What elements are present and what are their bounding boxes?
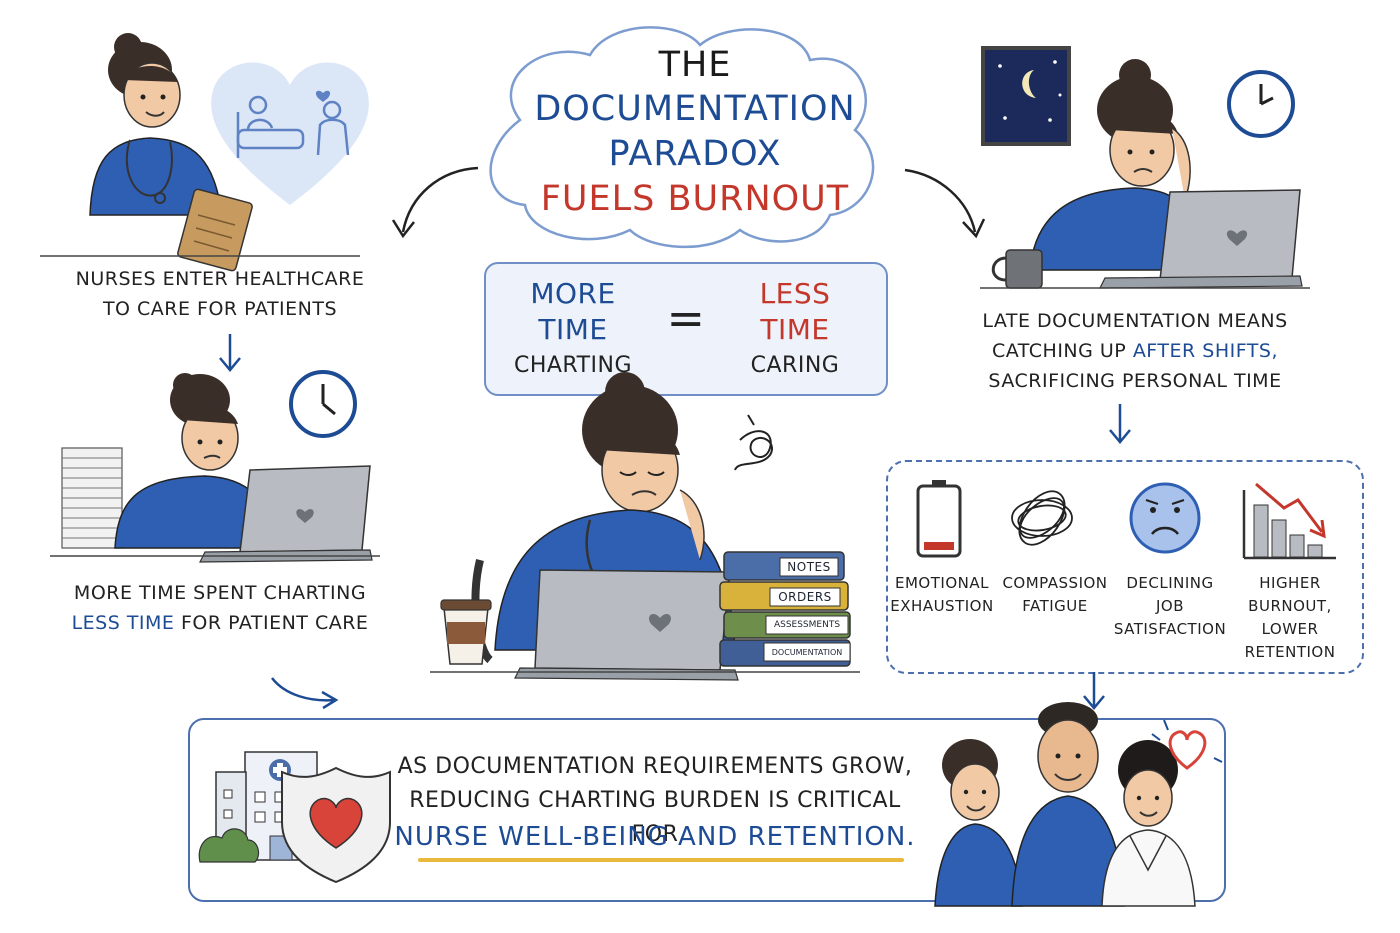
binder-label-notes: NOTES	[787, 560, 831, 574]
equation-left-sub: CHARTING	[513, 353, 633, 378]
conclusion-underline	[418, 858, 904, 862]
effect-label-exhaustion: EMOTIONAL EXHAUSTION	[890, 574, 994, 615]
step-enter-line-2: TO CARE FOR PATIENTS	[102, 298, 338, 320]
stress-scribble-icon	[734, 430, 773, 471]
equation-right-top: LESS	[759, 277, 831, 310]
shield-heart-icon	[281, 766, 391, 884]
battery-low-icon	[916, 480, 962, 558]
step-late-line-2: CATCHING UP AFTER SHIFTS,	[960, 336, 1310, 366]
paper-stack-icon	[61, 447, 123, 549]
effect-label-satisfaction: DECLINING JOB SATISFACTION	[1113, 574, 1227, 638]
binder-label-assessments: ASSESSMENTS	[773, 620, 841, 630]
conclusion-line-2: REDUCING CHARTING BURDEN IS CRITICAL FOR	[409, 788, 901, 847]
title-line-3: PARADOX	[608, 134, 782, 174]
sad-face-icon	[1129, 482, 1201, 554]
equation-right-mid: TIME	[760, 313, 830, 346]
tangle-icon	[1011, 490, 1073, 546]
equation-right-sub: CARING	[750, 353, 840, 378]
binder-label-orders: ORDERS	[778, 590, 832, 604]
mug-icon	[991, 249, 1043, 289]
title-line-2: DOCUMENTATION	[534, 89, 856, 129]
conclusion-line-3: NURSE WELL-BEING AND RETENTION.	[394, 822, 916, 852]
step-charting-accent: LESS TIME	[71, 612, 175, 634]
equation-operator: =	[666, 291, 706, 345]
equation-left-mid: TIME	[538, 313, 608, 346]
step-late-start: CATCHING UP	[991, 340, 1127, 362]
bush-icon	[198, 828, 260, 863]
effect-label-compassion: COMPASSION FATIGUE	[1002, 574, 1108, 615]
step-charting-line-2: LESS TIME FOR PATIENT CARE	[50, 608, 390, 638]
step-enter-line-1: NURSES ENTER HEALTHCARE	[75, 268, 365, 290]
coffee-cup-icon	[440, 599, 492, 665]
step-charting-line-1: MORE TIME SPENT CHARTING	[73, 582, 367, 604]
sparkle-heart-icon	[1151, 719, 1223, 770]
patient-care-heart-icon	[211, 62, 369, 205]
step-late-line-1: LATE DOCUMENTATION MEANS	[982, 310, 1288, 332]
equation-left-top: MORE	[530, 277, 616, 310]
declining-chart-icon	[1242, 482, 1336, 560]
step-charting-rest: FOR PATIENT CARE	[180, 612, 369, 634]
night-window-icon	[981, 46, 1071, 146]
nurse-team-illustration	[934, 702, 1196, 907]
effect-label-retention: HIGHER BURNOUT, LOWER RETENTION	[1244, 574, 1336, 661]
binder-label-documentation: DOCUMENTATION	[771, 648, 843, 657]
equation-box	[484, 262, 888, 396]
burnout-effects-box	[886, 460, 1364, 674]
step-late-accent: AFTER SHIFTS,	[1132, 340, 1279, 362]
title-line-1: THE	[658, 45, 732, 85]
step-late-line-3: SACRIFICING PERSONAL TIME	[988, 370, 1282, 392]
conclusion-line-1: AS DOCUMENTATION REQUIREMENTS GROW,	[397, 754, 913, 779]
title-line-4: FUELS BURNOUT	[540, 179, 850, 219]
